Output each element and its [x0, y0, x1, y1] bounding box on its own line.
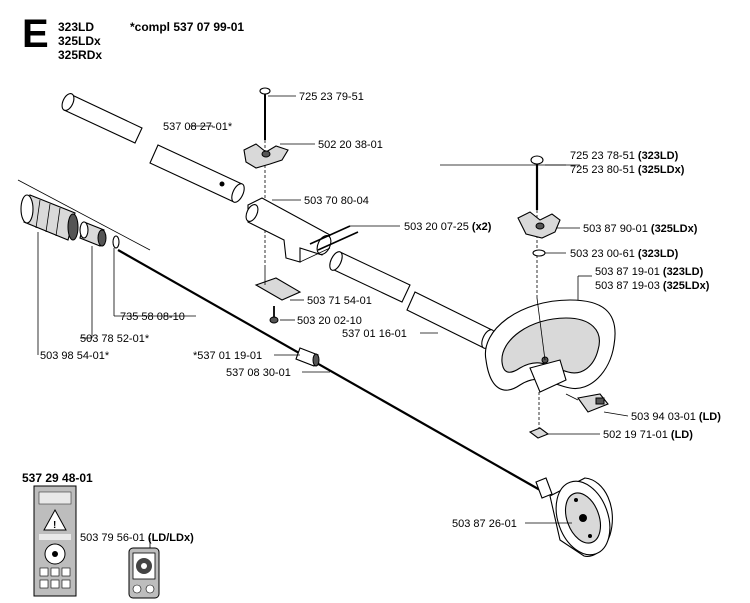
mount-bracket: [254, 268, 302, 324]
part-label: 503 20 07-25 (x2): [404, 221, 492, 233]
wing-knob: [243, 143, 289, 169]
bolt: [259, 87, 271, 268]
part-label: 503 79 56-01 (LD/LDx): [80, 532, 194, 544]
part-label: 537 01 16-01: [342, 328, 407, 340]
part-label: 503 87 26-01: [452, 518, 517, 530]
part-label: 503 98 54-01*: [40, 350, 110, 362]
model-list: 323LD 325LDx 325RDx: [58, 20, 102, 62]
part-label: 503 20 02-10: [297, 315, 362, 327]
part-label: *537 01 19-01: [193, 350, 262, 362]
part-label: 503 70 80-04: [304, 195, 369, 207]
handle-knob: [517, 211, 561, 239]
model-label: 325LDx: [58, 34, 101, 48]
leader-lines: [37, 95, 629, 548]
lower-shaft-tube: [329, 251, 495, 349]
part-label: 725 23 79-51: [299, 91, 364, 103]
part-labels: 725 23 79-51 537 08 27-01* 502 20 38-01 …: [22, 91, 721, 544]
part-label: 537 29 48-01: [22, 471, 93, 485]
part-label: 503 87 90-01 (325LDx): [583, 223, 698, 235]
nut: [532, 249, 546, 257]
washer: [112, 235, 120, 249]
part-label: 537 08 27-01*: [163, 121, 233, 133]
part-label: 725 23 80-51 (325LDx): [570, 164, 685, 176]
bearing: [79, 221, 107, 247]
throttle-switch: [565, 393, 609, 413]
part-label: 503 94 03-01 (LD): [631, 411, 721, 423]
part-label: 735 58 08-10: [120, 311, 185, 323]
part-label: 503 87 19-03 (325LDx): [595, 280, 710, 292]
handle-plate: [528, 392, 550, 439]
part-label: 503 71 54-01: [307, 295, 372, 307]
svg-text:!: !: [53, 520, 56, 531]
model-label: 323LD: [58, 20, 95, 34]
part-label: 503 23 00-61 (323LD): [570, 248, 679, 260]
part-label: 502 19 71-01 (LD): [603, 429, 693, 441]
decal-sheet: !: [33, 485, 77, 597]
part-label: 503 87 19-01 (323LD): [595, 266, 704, 278]
part-label: 725 23 78-51 (323LD): [570, 150, 679, 162]
part-label: 503 78 52-01*: [80, 333, 150, 345]
part-label: 502 20 38-01: [318, 139, 383, 151]
model-label: 325RDx: [58, 48, 103, 62]
part-label: 537 08 30-01: [226, 367, 291, 379]
upper-shaft-tube: [61, 93, 245, 203]
clutch-housing: [17, 179, 151, 251]
drum-decal: [128, 547, 160, 599]
complete-assembly-ref: *compl 537 07 99-01: [130, 20, 245, 34]
loop-handle: [484, 297, 616, 393]
handle-bolt: [530, 155, 544, 298]
clutch-drum: [535, 477, 613, 557]
shaft-coupling: [295, 347, 320, 367]
shaft-clamp: [245, 197, 400, 263]
section-letter: E: [22, 12, 49, 56]
drive-shaft: [117, 249, 541, 491]
